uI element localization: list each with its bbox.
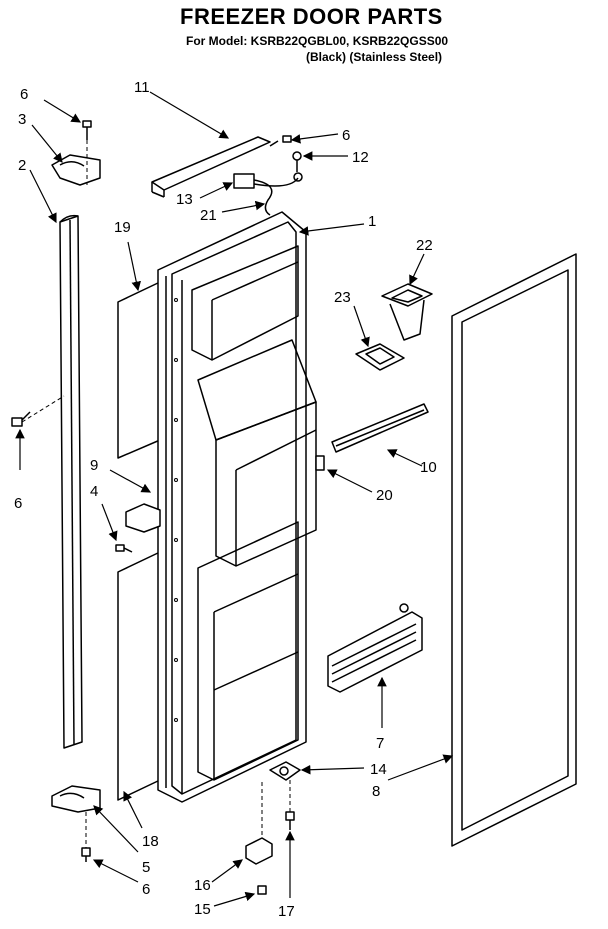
screw-part-6c <box>11 411 31 427</box>
callout-22: 22 <box>416 237 433 254</box>
callout-4: 4 <box>90 483 98 500</box>
freezer-door-part-1 <box>157 211 317 803</box>
screw-part-4 <box>115 544 133 553</box>
trim-strip-part-2 <box>59 214 83 749</box>
screw-part-6b <box>269 135 292 147</box>
screw-part-6a <box>82 120 92 140</box>
bracket-part-16 <box>245 837 273 865</box>
top-rail-part-11 <box>151 136 271 198</box>
callout-10: 10 <box>420 459 437 476</box>
callout-6d: 6 <box>142 881 150 898</box>
callout-15: 15 <box>194 901 211 918</box>
callout-6b: 6 <box>342 127 350 144</box>
callout-13: 13 <box>176 191 193 208</box>
callout-2: 2 <box>18 157 26 174</box>
callout-12: 12 <box>352 149 369 166</box>
screw-part-15 <box>257 885 267 895</box>
clip-part-20 <box>315 455 325 471</box>
callout-23: 23 <box>334 289 351 306</box>
callout-17: 17 <box>278 903 295 920</box>
callout-1: 1 <box>368 213 376 230</box>
leader-lines <box>15 91 454 907</box>
callout-6a: 6 <box>20 86 28 103</box>
callout-6c: 6 <box>14 495 22 512</box>
insulation-panel-part-19 <box>117 281 161 459</box>
hinge-part-14 <box>269 761 301 781</box>
door-gasket-part-8 <box>451 253 577 847</box>
chute-part-22 <box>381 283 433 341</box>
screw-part-12 <box>292 151 302 172</box>
bracket-part-10 <box>331 403 429 453</box>
callout-20: 20 <box>376 487 393 504</box>
bottom-bracket-part-5 <box>51 785 101 813</box>
bracket-part-9 <box>125 503 161 533</box>
callout-18: 18 <box>142 833 159 850</box>
callout-14: 14 <box>370 761 387 778</box>
chute-door-part-23 <box>355 343 405 371</box>
callout-3: 3 <box>18 111 26 128</box>
callout-7: 7 <box>376 735 384 752</box>
callout-21: 21 <box>200 207 217 224</box>
callout-11: 11 <box>134 79 150 96</box>
callout-5: 5 <box>142 859 150 876</box>
callout-16: 16 <box>194 877 211 894</box>
hinge-bracket-part-3 <box>51 154 101 186</box>
screw-part-6d <box>81 847 91 862</box>
diagram-title: FREEZER DOOR PARTS <box>180 4 443 29</box>
variant-line: (Black) (Stainless Steel) <box>306 50 443 64</box>
callout-9: 9 <box>90 457 98 474</box>
screw-part-17 <box>285 811 295 830</box>
door-bin-part-7 <box>327 603 423 693</box>
model-line: For Model: KSRB22QGBL00, KSRB22QGSS00 <box>186 34 449 48</box>
wire-harness-part-13 <box>233 172 303 216</box>
callout-19: 19 <box>114 219 131 236</box>
callout-8: 8 <box>372 783 380 800</box>
insulation-panel-part-18 <box>117 551 161 801</box>
